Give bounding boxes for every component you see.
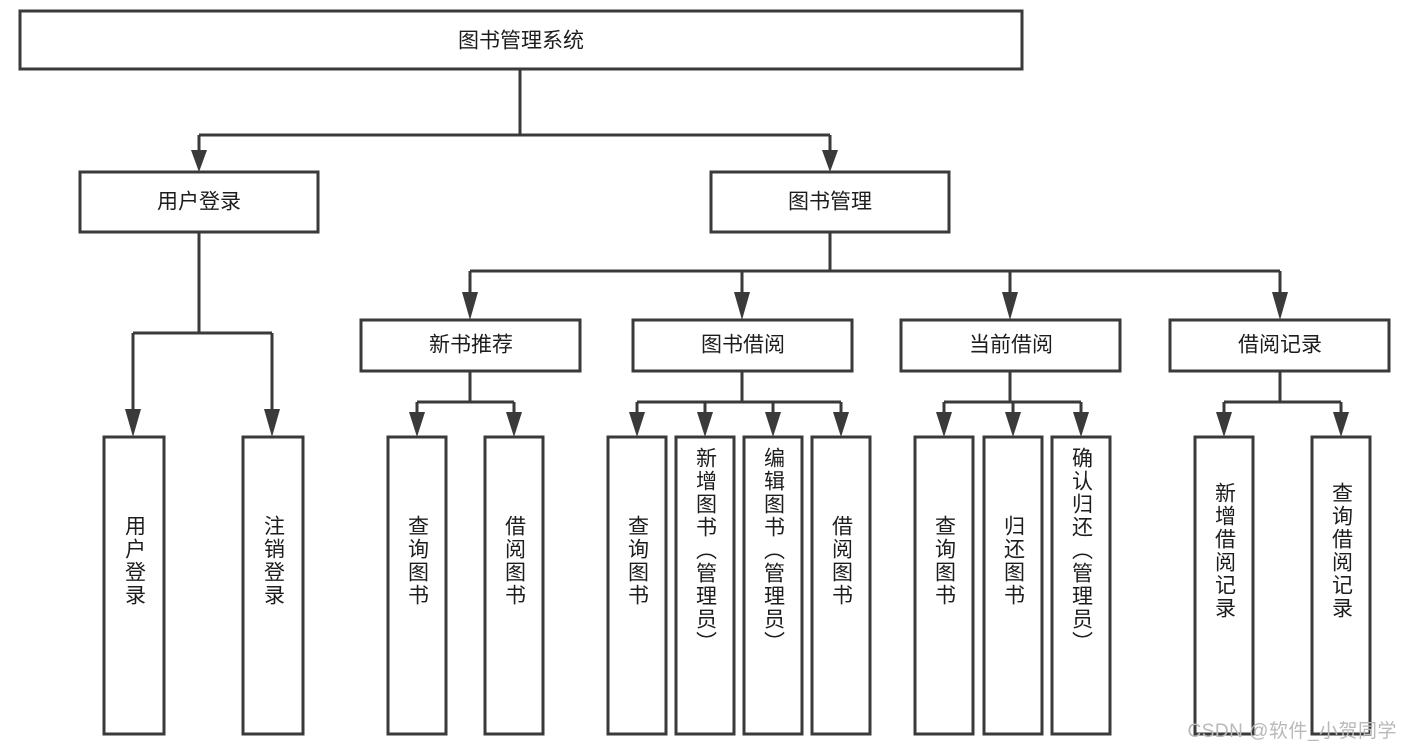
arrow-bookborrow-leaf-2 [697, 412, 713, 437]
leaf-box-borrow-record-2[interactable] [1310, 435, 1372, 736]
node-current-borrow-box[interactable] [899, 318, 1122, 373]
leaf-box-borrow-record-1[interactable] [1193, 435, 1255, 736]
leaf-box-new-book-1[interactable] [386, 435, 448, 736]
node-borrow-record-label: 借阅记录 [1238, 334, 1322, 357]
node-layer: 图书管理系统 用户登录 图书管理 新书推荐 图书借阅 当前借阅 借阅记录 [18, 9, 1391, 736]
node-root-box[interactable] [18, 9, 1024, 71]
arrow-borrowrec-leaf-1 [1216, 412, 1232, 437]
node-book-mgmt-box[interactable] [709, 170, 951, 234]
arrow-to-borrow-record [1272, 292, 1288, 320]
node-user-login-box[interactable] [78, 170, 320, 234]
arrow-bookborrow-leaf-1 [629, 412, 645, 437]
leaf-box-current-borrow-3[interactable] [1050, 435, 1112, 736]
connector-layer [125, 69, 1349, 437]
arrow-borrowrec-leaf-2 [1333, 412, 1349, 437]
arrow-to-current-borrow [1002, 292, 1018, 320]
leaf-box-book-borrow-3[interactable] [742, 435, 804, 736]
arrow-bookborrow-leaf-3 [765, 412, 781, 437]
arrow-newbook-leaf-1 [409, 412, 425, 437]
node-book-mgmt-label: 图书管理 [788, 191, 872, 214]
leaf-box-current-borrow-1[interactable] [913, 435, 975, 736]
leaf-box-book-borrow-4[interactable] [810, 435, 872, 736]
csdn-watermark: CSDN @软件_小贺同学 [1187, 721, 1397, 742]
arrow-to-new-book [462, 292, 478, 320]
leaf-box-user-login-1[interactable] [102, 435, 166, 736]
node-current-borrow-label: 当前借阅 [969, 334, 1053, 357]
leaf-box-book-borrow-1[interactable] [606, 435, 668, 736]
arrow-curborrow-leaf-2 [1005, 412, 1021, 437]
arrow-curborrow-leaf-1 [936, 412, 952, 437]
arrow-bookborrow-leaf-4 [833, 412, 849, 437]
arrow-to-user-login [191, 150, 207, 172]
node-book-borrow-label: 图书借阅 [701, 334, 785, 357]
leaf-box-book-borrow-2[interactable] [674, 435, 736, 736]
node-new-book-box[interactable] [359, 318, 582, 373]
node-borrow-record-box[interactable] [1168, 318, 1391, 373]
node-new-book-label: 新书推荐 [429, 334, 513, 357]
arrow-to-book-borrow [734, 292, 750, 320]
node-root-label: 图书管理系统 [458, 30, 584, 53]
arrow-curborrow-leaf-3 [1073, 412, 1089, 437]
leaf-box-current-borrow-2[interactable] [982, 435, 1044, 736]
arrow-userlogin-leaf-2 [264, 409, 280, 437]
node-user-login-label: 用户登录 [157, 191, 241, 214]
arrow-to-book-mgmt [822, 150, 838, 172]
arrow-userlogin-leaf-1 [125, 409, 141, 437]
arrow-newbook-leaf-2 [506, 412, 522, 437]
leaf-box-new-book-2[interactable] [483, 435, 545, 736]
leaf-box-user-login-2[interactable] [241, 435, 305, 736]
node-book-borrow-box[interactable] [631, 318, 854, 373]
